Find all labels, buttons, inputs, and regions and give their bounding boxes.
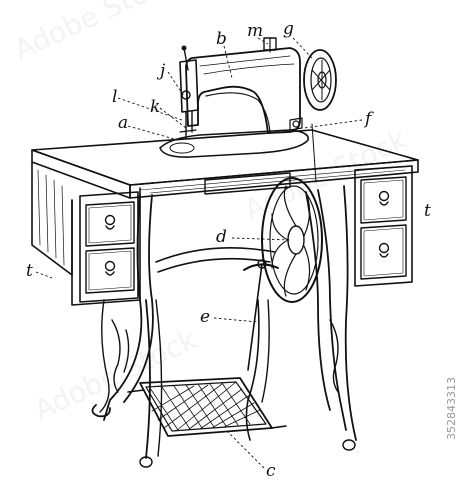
leader-d [231, 237, 291, 241]
leader-t-left [35, 271, 53, 279]
watermark-text-3: Adobe Stock [29, 322, 202, 426]
label-t-right: t [424, 201, 431, 221]
leader-k [159, 107, 187, 129]
label-b: b [216, 29, 227, 49]
table-top [31, 129, 419, 199]
pitman-rod [247, 263, 263, 371]
label-m: m [247, 21, 263, 41]
treadle-stand [91, 123, 357, 468]
label-f: f [363, 109, 374, 129]
part-labels: b m g j l k a f t d t e c [26, 19, 431, 481]
leader-g [292, 37, 313, 59]
leader-b [223, 45, 233, 79]
leader-c [225, 429, 265, 469]
leader-a [127, 125, 179, 141]
left-drawer-cabinet [31, 161, 141, 306]
leader-m [257, 37, 269, 45]
label-e: e [200, 307, 210, 327]
watermark-stock-id: 352843313 [445, 377, 458, 440]
treadle-plate [127, 377, 287, 437]
label-l: l [112, 87, 117, 107]
label-c: c [266, 461, 276, 481]
right-drawer-cabinet [354, 165, 413, 287]
leader-e [213, 317, 259, 323]
handwheel [303, 49, 337, 111]
label-j: j [156, 61, 166, 81]
crank-arm [243, 263, 279, 271]
label-t-left: t [26, 261, 33, 281]
leader-f [303, 119, 363, 129]
treadle-flywheel [261, 177, 323, 303]
label-k: k [150, 97, 160, 117]
label-d: d [216, 227, 227, 247]
watermark-pattern: Adobe Stock Adobe Stock Adobe Stock [9, 0, 412, 426]
machine-head [159, 37, 309, 158]
label-a: a [118, 113, 128, 133]
leader-l [117, 97, 183, 121]
label-g: g [283, 19, 294, 39]
watermark-text-1: Adobe Stock [9, 0, 182, 66]
